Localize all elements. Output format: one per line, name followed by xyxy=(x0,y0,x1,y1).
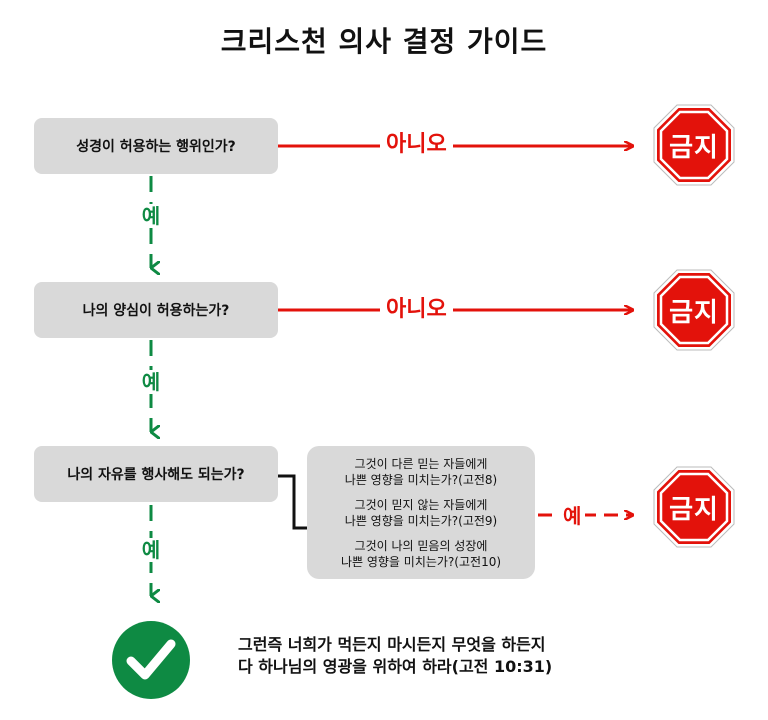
no-label-2: 아니오 xyxy=(380,297,453,323)
conditions-box: 그것이 다른 믿는 자들에게 나쁜 영향을 미치는가?(고전8) 그것이 믿지 … xyxy=(307,446,535,579)
conditions-yes-label: 예 xyxy=(559,504,586,528)
condition-item-2: 그것이 믿지 않는 자들에게 나쁜 영향을 미치는가?(고전9) xyxy=(307,497,535,529)
question-box-3: 나의 자유를 행사해도 되는가? xyxy=(34,446,278,502)
condition-3-line2: 나쁜 영향을 미치는가?(고전10) xyxy=(340,555,502,569)
stop-sign-icon xyxy=(653,269,735,351)
stop-sign-3: 금지 xyxy=(653,466,735,548)
verse-line-2: 다 하나님의 영광을 위하여 하라(고전 10:31) xyxy=(238,657,553,676)
verse-line-1: 그런즉 너희가 먹든지 마시든지 무엇을 하든지 xyxy=(238,635,546,654)
stop-label-3: 금지 xyxy=(669,494,719,525)
condition-2-line2: 나쁜 영향을 미치는가?(고전9) xyxy=(344,514,498,528)
condition-1-line2: 나쁜 영향을 미치는가?(고전8) xyxy=(344,473,498,487)
question-box-1: 성경이 허용하는 행위인가? xyxy=(34,118,278,174)
scripture-verse: 그런즉 너희가 먹든지 마시든지 무엇을 하든지 다 하나님의 영광을 위하여 … xyxy=(238,634,738,678)
question-text-2: 나의 양심이 허용하는가? xyxy=(82,303,230,319)
question-box-2: 나의 양심이 허용하는가? xyxy=(34,282,278,338)
yes-label-3: 예 xyxy=(136,538,166,562)
checkmark-icon xyxy=(112,621,190,699)
page-title: 크리스천 의사 결정 가이드 xyxy=(220,25,548,58)
yes-label-1: 예 xyxy=(136,204,166,228)
condition-2-line1: 그것이 믿지 않는 자들에게 xyxy=(354,498,488,512)
yes-label-2: 예 xyxy=(136,370,166,394)
stop-sign-2: 금지 xyxy=(653,269,735,351)
question-text-1: 성경이 허용하는 행위인가? xyxy=(76,139,236,155)
stop-label-2: 금지 xyxy=(669,297,719,328)
condition-item-3: 그것이 나의 믿음의 성장에 나쁜 영향을 미치는가?(고전10) xyxy=(307,538,535,570)
condition-item-1: 그것이 다른 믿는 자들에게 나쁜 영향을 미치는가?(고전8) xyxy=(307,456,535,488)
question-text-3: 나의 자유를 행사해도 되는가? xyxy=(67,467,245,483)
stop-sign-icon xyxy=(653,466,735,548)
stop-sign-icon xyxy=(653,104,735,186)
no-label-1: 아니오 xyxy=(380,132,453,158)
condition-3-line1: 그것이 나의 믿음의 성장에 xyxy=(354,539,488,553)
condition-1-line1: 그것이 다른 믿는 자들에게 xyxy=(354,457,488,471)
stop-label-1: 금지 xyxy=(669,132,719,163)
condition-bracket xyxy=(278,474,307,530)
stop-sign-1: 금지 xyxy=(653,104,735,186)
